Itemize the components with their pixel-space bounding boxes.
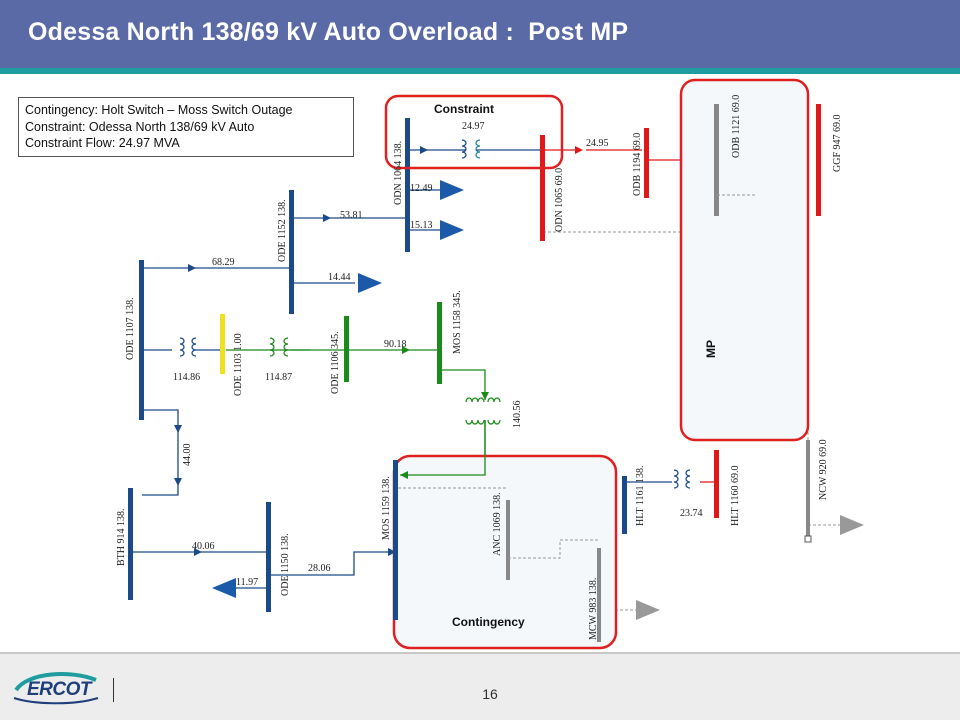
- flow-24-97: 24.97: [462, 121, 485, 132]
- label-odb-1121: ODB 1121 69.0: [731, 95, 742, 158]
- flow-12-49: 12.49: [410, 183, 433, 194]
- contingency-info-box: Contingency: Holt Switch – Moss Switch O…: [18, 97, 354, 157]
- callout-boxes: [384, 78, 810, 650]
- footer: [0, 654, 960, 720]
- flow-53-81: 53.81: [340, 210, 363, 221]
- contingency-label: Contingency: [452, 615, 525, 629]
- label-hlt-1160: HLT 1160 69.0: [730, 466, 741, 526]
- bus-ode-1106: [344, 316, 349, 382]
- label-bth-914: BTH 914 138.: [116, 509, 127, 567]
- transformer-mos: [465, 397, 501, 425]
- transformers: [179, 139, 691, 489]
- bus-odb-1194: [644, 128, 649, 198]
- bus-ode-1107: [139, 260, 144, 420]
- footer-divider: [0, 652, 960, 654]
- label-mos-1158: MOS 1158 345.: [452, 290, 463, 354]
- bus-odn-1065: [540, 135, 545, 241]
- info-contingency: Contingency: Holt Switch – Moss Switch O…: [25, 103, 293, 117]
- constraint-callout-box: [384, 94, 564, 170]
- flow-24-95: 24.95: [586, 138, 609, 149]
- flow-44-00: 44.00: [182, 444, 193, 467]
- transformer-odn-auto: [458, 139, 543, 159]
- bus-ncw-920-end: [804, 535, 812, 543]
- mp-label: MP: [704, 340, 718, 358]
- header-banner: [0, 0, 960, 68]
- red-arrowheads: [575, 146, 583, 154]
- label-anc-1069: ANC 1069 138.: [492, 492, 503, 556]
- header-accent-bar: [0, 68, 960, 74]
- bus-ggf-947: [816, 104, 821, 216]
- page-title: Odessa North 138/69 kV Auto Overload : P…: [28, 18, 629, 46]
- bus-hlt-1161: [622, 476, 627, 534]
- bus-odn-1064: [405, 118, 410, 252]
- bus-ode-1103: [220, 314, 225, 374]
- transformer-ode-1103-b: [226, 337, 344, 357]
- logo-text: ERCOT: [27, 679, 92, 700]
- bus-mos-1158: [437, 302, 442, 384]
- label-odn-1065: ODN 1065 69.0: [554, 168, 565, 232]
- bus-ode-1150: [266, 502, 271, 612]
- transformer-hlt: [673, 469, 691, 489]
- label-odn-1064: ODN 1064 138.: [393, 141, 404, 205]
- blue-arrowheads: [174, 146, 428, 556]
- label-ode-1106: ODE 1106 345.: [330, 331, 341, 394]
- bus-labels: ODN 1064 138. ODN 1065 69.0 ODB 1194 69.…: [116, 95, 843, 640]
- load-arrows: [212, 180, 464, 598]
- buses-overlay: [393, 104, 755, 642]
- blue-lines: [130, 149, 672, 589]
- flow-11-97: 11.97: [236, 577, 258, 588]
- flow-labels: 24.97 24.95 12.49 15.13 53.81 68.29 14.4…: [173, 121, 703, 588]
- flow-90-18: 90.18: [384, 339, 407, 350]
- label-mos-1159: MOS 1159 138.: [381, 476, 392, 540]
- footer-separator: [113, 678, 114, 702]
- constraint-label: Constraint: [434, 102, 494, 116]
- info-constraint: Constraint: Odessa North 138/69 kV Auto: [25, 119, 255, 134]
- flow-15-13: 15.13: [410, 220, 433, 231]
- info-constraint-flow: Constraint Flow: 24.97 MVA: [25, 136, 180, 150]
- flow-140-56: 140.56: [512, 401, 523, 429]
- bus-bth-914: [128, 488, 133, 600]
- label-ode-1152: ODE 1152 138.: [277, 199, 288, 262]
- label-ode-1150: ODE 1150 138.: [280, 533, 291, 596]
- flow-114-87: 114.87: [265, 372, 292, 383]
- flow-28-06: 28.06: [308, 563, 331, 574]
- mp-callout-box: [679, 78, 810, 442]
- flow-23-74: 23.74: [680, 508, 703, 519]
- flow-114-86: 114.86: [173, 372, 200, 383]
- flow-40-06: 40.06: [192, 541, 215, 552]
- label-mcw-983: MCW 983 138.: [588, 578, 599, 640]
- bus-hlt-1160: [714, 450, 719, 518]
- bus-ode-1152: [289, 190, 294, 314]
- label-odb-1194: ODB 1194 69.0: [632, 133, 643, 196]
- label-ode-1103: ODE 1103 1.00: [233, 333, 244, 396]
- label-hlt-1161: HLT 1161 138.: [635, 466, 646, 526]
- flow-14-44: 14.44: [328, 272, 351, 283]
- label-ggf-947: GGF 947 69.0: [832, 114, 843, 172]
- transformer-ode-1103-a: [179, 337, 220, 357]
- page-number: 16: [482, 686, 498, 702]
- label-ode-1107: ODE 1107 138.: [125, 297, 136, 360]
- bus-ncw-920: [806, 440, 810, 536]
- flow-68-29: 68.29: [212, 257, 235, 268]
- ercot-logo-icon: [13, 672, 99, 705]
- label-ncw-920: NCW 920 69.0: [818, 439, 829, 500]
